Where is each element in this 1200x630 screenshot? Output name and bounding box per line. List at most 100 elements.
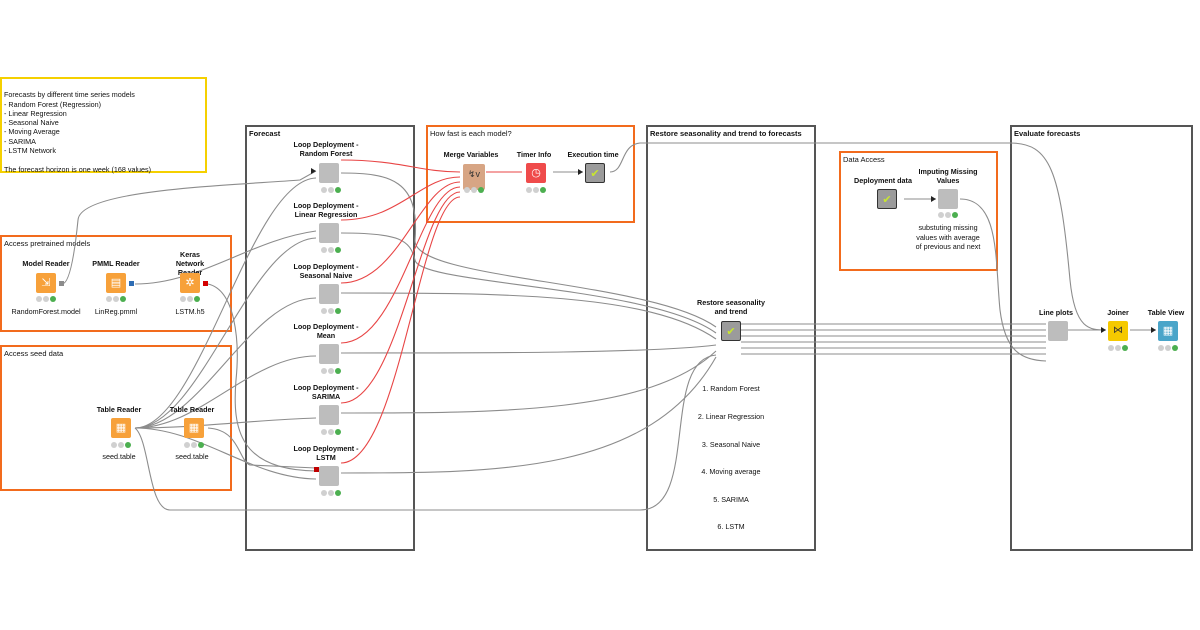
annotation-speed: How fast is each model? [426,125,635,223]
node-annotation: RandomForest.model [11,307,81,316]
metanode-icon[interactable] [1048,321,1068,341]
metanode-icon[interactable] [319,163,339,183]
connection [134,417,317,429]
table-reader-icon[interactable]: ▦ [111,418,131,438]
model-reader-icon[interactable]: ⇲ [36,273,56,293]
arrow [931,196,936,202]
annotation-pretrained-models: Access pretrained models [0,235,232,332]
status-indicator [111,442,131,448]
status-indicator [180,296,200,302]
metanode-icon[interactable] [319,223,339,243]
arrow-heads [311,168,1156,333]
list-item: 6. LSTM [717,522,745,532]
data-connections [61,142,1156,511]
checkmark-icon[interactable]: ✔ [721,321,741,341]
annotation-forecast-models-text: Forecasts by different time series model… [4,81,151,174]
output-port[interactable] [129,281,134,286]
text-line: - LSTM Network [4,146,56,156]
node-label: Merge Variables [443,150,499,159]
status-indicator [321,429,341,435]
status-indicator [526,187,546,193]
node-label: Deployment data [854,176,912,185]
status-indicator [321,308,341,314]
metanode-icon[interactable] [938,189,958,209]
annotation-forecast: Forecast [245,125,415,551]
connection [134,230,317,285]
annotation-data-access: Data Access [839,151,998,271]
node-label: Loop Deployment - Seasonal Naive [293,262,359,280]
status-indicator [1158,345,1178,351]
metanode-icon[interactable] [319,284,339,304]
list-item: 2. Linear Regression [697,412,765,422]
node-label: Imputing Missing Values [918,167,978,185]
annotation-title: Access pretrained models [4,239,91,248]
connection [340,356,717,474]
flow-connection [340,176,461,221]
table-view-icon[interactable]: ▦ [1158,321,1178,341]
node-label: Restore seasonality and trend [697,298,765,316]
metanode-icon[interactable] [319,405,339,425]
status-indicator [464,187,484,193]
joiner-icon[interactable]: ⋈ [1108,321,1128,341]
annotation-title: Forecast [249,129,281,138]
connection [340,232,717,334]
node-label: Line plots [1039,308,1073,317]
status-indicator [1108,345,1128,351]
annotation-forecast-models: Forecasts by different time series model… [0,77,207,174]
arrow [311,168,316,174]
node-annotation: substuting missing values with average o… [915,223,981,251]
flow-connection [340,196,461,464]
node-label: Timer Info [516,150,552,159]
checkmark-icon[interactable]: ✔ [585,163,605,183]
output-port[interactable] [203,281,208,286]
connection [609,142,1107,331]
output-port[interactable] [59,281,64,286]
arrow [1151,327,1156,333]
list-item: 4. Moving average [701,467,761,477]
node-annotation: LSTM.h5 [175,307,205,316]
status-indicator [184,442,204,448]
arrow [1101,327,1106,333]
metanode-icon[interactable] [319,466,339,486]
flow-connection [340,181,461,284]
merge-variables-icon[interactable]: ↯v [463,164,485,190]
text-line: - Random Forest (Regression) [4,99,102,109]
flow-connection [340,159,461,173]
node-label: Joiner [1107,308,1129,317]
node-label: Table Reader [169,405,215,414]
pmml-reader-icon[interactable]: ▤ [106,273,126,293]
connection [340,344,717,354]
connection [134,355,317,429]
text-line: - SARIMA [4,136,36,146]
connection [959,198,1047,362]
status-indicator [36,296,56,302]
timer-icon[interactable]: ◷ [526,163,546,183]
checkmark-icon[interactable]: ✔ [877,189,897,209]
input-port[interactable] [314,467,319,472]
annotation-restore: Restore seasonality and trend to forecas… [646,125,816,551]
connection [134,354,717,511]
annotation-title: Evaluate forecasts [1014,129,1081,138]
annotation-seed-data: Access seed data [0,345,232,491]
connection [207,283,317,472]
node-annotation: seed.table [175,452,209,461]
metanode-icon[interactable] [319,344,339,364]
node-label: Keras Network Reader [175,250,205,277]
node-label: Loop Deployment - Random Forest [293,140,359,158]
connection [340,172,717,328]
status-indicator [321,490,341,496]
connection [340,350,717,414]
annotation-evaluate: Evaluate forecasts [1010,125,1193,551]
text-line: The forecast horizon is one week (168 va… [4,164,152,174]
text-line: - Moving Average [4,127,60,137]
node-label: Table Reader [96,405,142,414]
list-item: 5. SARIMA [713,494,749,504]
connection [134,177,317,429]
table-reader-icon[interactable]: ▦ [184,418,204,438]
status-indicator [106,296,126,302]
text-line: - Seasonal Naive [4,118,59,128]
connection [134,427,317,480]
network-icon[interactable]: ✲ [180,273,200,293]
output-list: 1. Random Forest 2. Linear Regression 3.… [681,366,781,550]
